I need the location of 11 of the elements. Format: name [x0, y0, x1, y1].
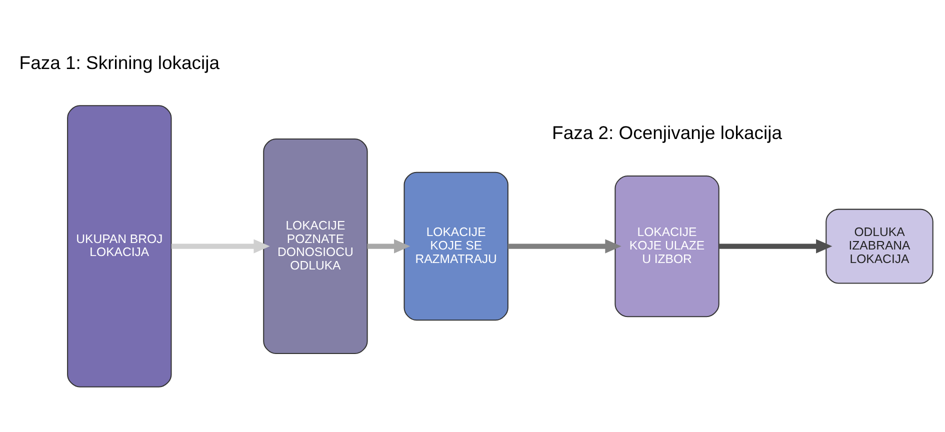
node-box: LOKACIJE KOJE SE RAZMATRAJU: [404, 171, 508, 320]
arrow: [718, 238, 832, 253]
arrow: [508, 238, 622, 253]
node-box: LOKACIJE POZNATE DONOSIOCU ODLUKA: [263, 138, 368, 354]
node-box: ODLUKA IZABRANA LOKACIJA: [826, 208, 934, 284]
node-box: LOKACIJE KOJE ULAZE U IZBOR: [614, 174, 720, 317]
label: Faza 2: Ocenjivanje lokacija: [552, 121, 782, 142]
label: Faza 1: Skrining lokacija: [19, 52, 220, 73]
arrow: [367, 238, 410, 253]
arrow: [171, 238, 270, 253]
node-box: UKUPAN BROJ LOKACIJA: [67, 104, 172, 387]
